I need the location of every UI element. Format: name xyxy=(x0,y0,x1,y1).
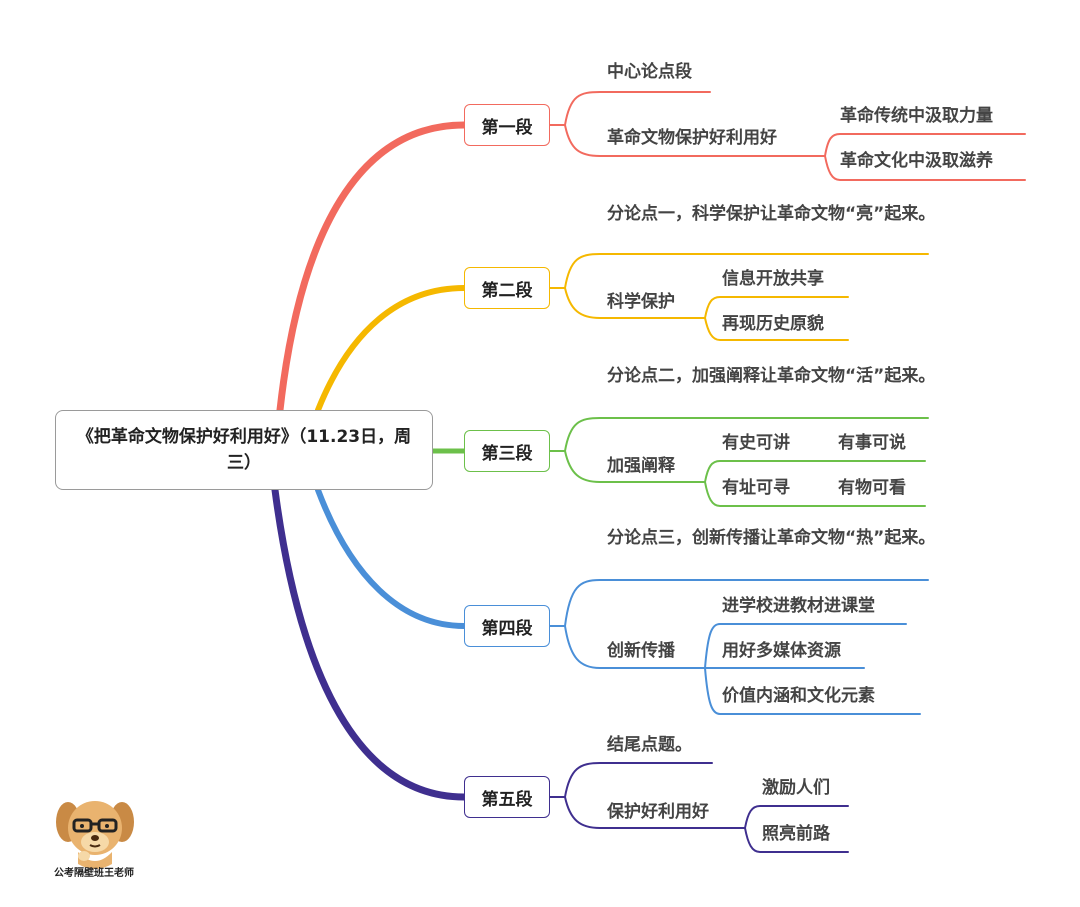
section-2-lines xyxy=(549,253,929,341)
root-title: 《把革命文物保护好利用好》（11.23日，周三） xyxy=(76,427,412,473)
section-node-5[interactable]: 第五段 xyxy=(464,776,550,818)
section-3-leaf-4[interactable]: 有物可看 xyxy=(838,478,906,498)
section-label: 第二段 xyxy=(481,280,533,301)
section-3-leaf-2[interactable]: 有事可说 xyxy=(838,433,906,453)
section-node-4[interactable]: 第四段 xyxy=(464,605,550,647)
section-label: 第一段 xyxy=(481,117,533,138)
section-label: 第四段 xyxy=(481,618,533,639)
section-node-1[interactable]: 第一段 xyxy=(464,104,550,146)
section-4-leaf-1[interactable]: 进学校进教材进课堂 xyxy=(722,596,875,616)
section-2-branch[interactable]: 科学保护 xyxy=(607,292,675,312)
section-2-point[interactable]: 分论点一，科学保护让革命文物“亮”起来。 xyxy=(607,204,936,224)
section-3-lines xyxy=(549,417,929,507)
section-1-leaf-1[interactable]: 革命传统中汲取力量 xyxy=(840,106,993,126)
connector-root-s5 xyxy=(271,486,468,801)
root-topic[interactable]: 《把革命文物保护好利用好》（11.23日，周三） xyxy=(55,410,433,490)
cartoon-dog-with-glasses-icon xyxy=(56,801,134,869)
connector-root-s2 xyxy=(315,285,467,413)
section-2-leaf-1[interactable]: 信息开放共享 xyxy=(722,269,824,289)
connector-root-s4 xyxy=(315,487,467,629)
section-5-lines xyxy=(549,762,849,853)
section-4-leaf-2[interactable]: 用好多媒体资源 xyxy=(722,641,841,661)
section-5-point[interactable]: 结尾点题。 xyxy=(607,735,692,755)
section-5-leaf-2[interactable]: 照亮前路 xyxy=(762,824,830,844)
connector-root-s1 xyxy=(276,121,468,414)
section-2-leaf-2[interactable]: 再现历史原貌 xyxy=(722,314,824,334)
section-1-branch[interactable]: 革命文物保护好利用好 xyxy=(607,128,777,148)
section-label: 第五段 xyxy=(481,789,533,810)
section-3-point[interactable]: 分论点二，加强阐释让革命文物“活”起来。 xyxy=(607,366,936,386)
section-node-2[interactable]: 第二段 xyxy=(464,267,550,309)
section-3-leaf-3[interactable]: 有址可寻 xyxy=(722,478,790,498)
section-3-leaf-1[interactable]: 有史可讲 xyxy=(722,433,790,453)
watermark-text: 公考隔壁班王老师 xyxy=(54,868,134,879)
section-1-leaf-2[interactable]: 革命文化中汲取滋养 xyxy=(840,151,993,171)
section-4-lines xyxy=(549,579,929,715)
section-4-leaf-3[interactable]: 价值内涵和文化元素 xyxy=(722,686,875,706)
section-3-branch[interactable]: 加强阐释 xyxy=(607,456,675,476)
section-label: 第三段 xyxy=(481,443,533,464)
section-4-branch[interactable]: 创新传播 xyxy=(607,641,675,661)
section-1-point[interactable]: 中心论点段 xyxy=(607,62,692,82)
section-4-point[interactable]: 分论点三，创新传播让革命文物“热”起来。 xyxy=(607,528,936,548)
section-5-leaf-1[interactable]: 激励人们 xyxy=(762,778,830,798)
section-1-lines xyxy=(549,91,1026,181)
section-5-branch[interactable]: 保护好利用好 xyxy=(607,802,709,822)
section-node-3[interactable]: 第三段 xyxy=(464,430,550,472)
